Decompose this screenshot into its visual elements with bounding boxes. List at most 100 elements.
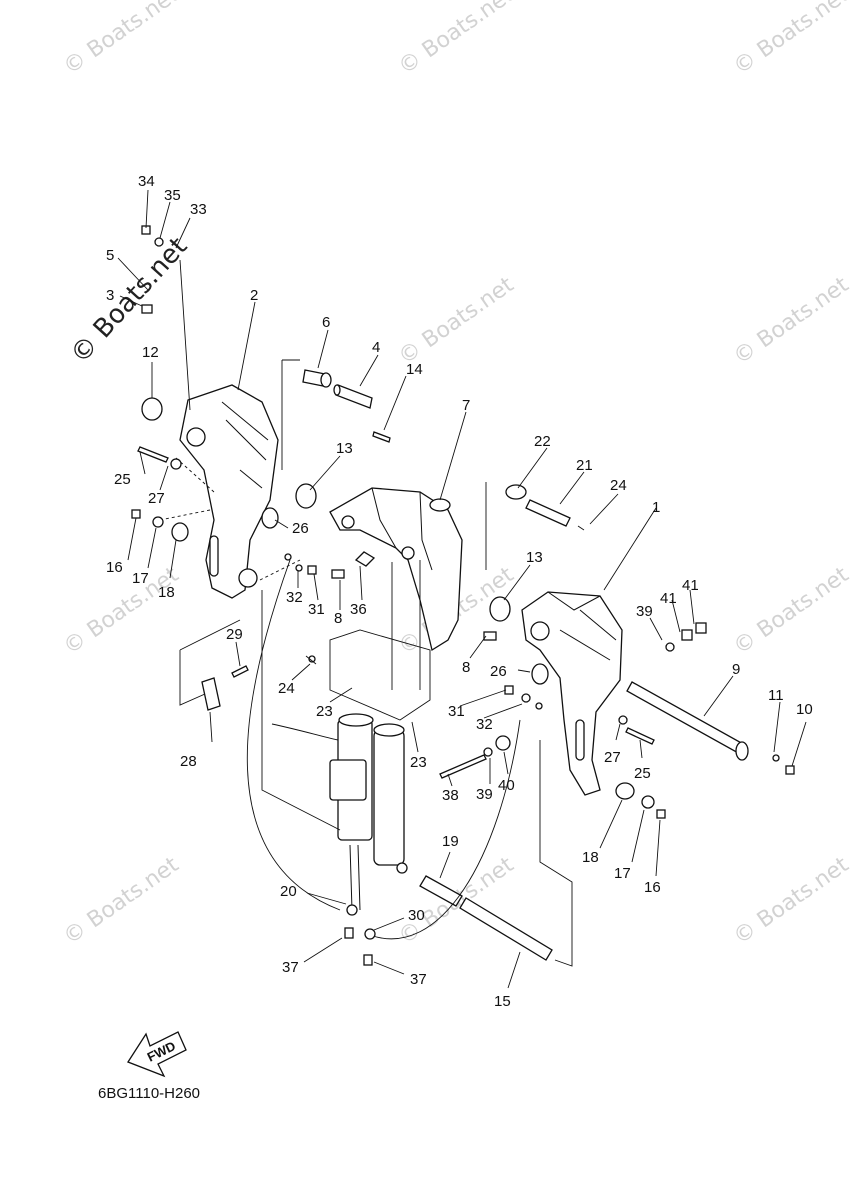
bushing-13 xyxy=(489,596,511,622)
callout-label: 37 xyxy=(282,959,299,976)
diagram-code: 6BG1110-H260 xyxy=(98,1085,200,1102)
callout-label: 36 xyxy=(350,601,367,618)
watermark-large: © Boats.net xyxy=(65,232,193,370)
bracket-hole xyxy=(238,568,258,588)
watermark: © Boats.net xyxy=(729,852,854,950)
callout-label: 16 xyxy=(106,559,123,576)
callout-label: 26 xyxy=(490,663,507,680)
bolt xyxy=(131,509,141,519)
bolt xyxy=(363,954,373,966)
callout-label: 24 xyxy=(278,680,295,697)
tilt-cylinder xyxy=(329,713,408,911)
callout-label: 24 xyxy=(610,477,627,494)
callout-label: 21 xyxy=(576,457,593,474)
washer xyxy=(535,702,543,710)
callout-label: 2 xyxy=(250,287,258,304)
callout-label: 30 xyxy=(408,907,425,924)
bolt xyxy=(307,565,317,575)
bolt-38 xyxy=(439,754,487,779)
callout-label: 15 xyxy=(494,993,511,1010)
callout-label: 4 xyxy=(372,339,380,356)
bushing-22 xyxy=(505,484,527,500)
clip xyxy=(354,551,376,567)
callout-label: 14 xyxy=(406,361,423,378)
washer xyxy=(521,693,531,703)
collar-26 xyxy=(261,507,279,529)
bolt xyxy=(785,765,795,775)
washer xyxy=(618,715,628,725)
callout-label: 12 xyxy=(142,344,159,361)
bracket-hole xyxy=(186,427,206,447)
callout-label: 40 xyxy=(498,777,515,794)
nut xyxy=(141,304,153,314)
pin-14 xyxy=(372,431,391,443)
callout-labels: 34 35 33 5 3 2 12 6 4 14 7 25 27 13 22 2… xyxy=(106,173,813,1010)
callout-label: 8 xyxy=(462,659,470,676)
washer xyxy=(665,642,675,652)
bushing-13 xyxy=(295,483,317,509)
callout-leaders xyxy=(117,189,807,989)
callout-label: 3 xyxy=(106,287,114,304)
watermark: © Boats.net xyxy=(59,562,184,660)
callout-label: 31 xyxy=(448,703,465,720)
drawing-layer xyxy=(131,225,795,967)
washer xyxy=(154,237,164,247)
washer xyxy=(284,553,292,561)
callout-label: 1 xyxy=(652,499,660,516)
callout-label: 5 xyxy=(106,247,114,264)
washer xyxy=(364,928,376,940)
callout-label: 39 xyxy=(476,786,493,803)
washer xyxy=(295,564,303,572)
shaft-15 xyxy=(459,897,553,961)
callout-label: 37 xyxy=(410,971,427,988)
watermark: © Boats.net xyxy=(729,272,854,370)
fwd-arrow: FWD xyxy=(127,1031,187,1078)
nut xyxy=(695,622,707,634)
callout-label: 19 xyxy=(442,833,459,850)
callout-label: 16 xyxy=(644,879,661,896)
bolt xyxy=(625,727,655,745)
callout-label: 35 xyxy=(164,187,181,204)
callout-label: 13 xyxy=(526,549,543,566)
callout-label: 27 xyxy=(148,490,165,507)
callout-label: 18 xyxy=(582,849,599,866)
watermark-layer: © Boats.net © Boats.net © Boats.net © Bo… xyxy=(59,0,854,950)
callout-label: 10 xyxy=(796,701,813,718)
callout-label: 17 xyxy=(132,570,149,587)
callout-label: 27 xyxy=(604,749,621,766)
callout-label: 32 xyxy=(286,589,303,606)
nut-12 xyxy=(141,397,163,421)
pin-21 xyxy=(525,499,571,527)
bushing-6 xyxy=(302,369,332,388)
bolt xyxy=(137,446,169,463)
callout-label: 38 xyxy=(442,787,459,804)
callout-label: 6 xyxy=(322,314,330,331)
callout-label: 11 xyxy=(768,687,784,704)
callout-label: 9 xyxy=(732,661,740,678)
fitting xyxy=(483,631,497,641)
callout-label: 22 xyxy=(534,433,551,450)
callout-label: 20 xyxy=(280,883,297,900)
washer xyxy=(308,655,316,663)
callout-label: 28 xyxy=(180,753,197,770)
mount-28 xyxy=(201,677,221,711)
washer xyxy=(346,904,358,916)
callout-label: 26 xyxy=(292,520,309,537)
watermark: © Boats.net xyxy=(394,272,519,370)
watermark: © Boats.net xyxy=(59,0,184,80)
washer xyxy=(641,795,655,809)
watermark: © Boats.net xyxy=(394,0,519,80)
tilt-rod xyxy=(626,681,749,761)
washer xyxy=(170,458,182,470)
watermark: © Boats.net xyxy=(59,852,184,950)
bolt xyxy=(656,809,666,819)
fitting xyxy=(331,569,345,579)
pin-4 xyxy=(333,384,373,409)
callout-label: 32 xyxy=(476,716,493,733)
callout-label: 31 xyxy=(308,601,325,618)
callout-label: 25 xyxy=(634,765,651,782)
callout-label: 34 xyxy=(138,173,155,190)
right-clamp-bracket xyxy=(521,591,623,796)
callout-label: 18 xyxy=(158,584,175,601)
